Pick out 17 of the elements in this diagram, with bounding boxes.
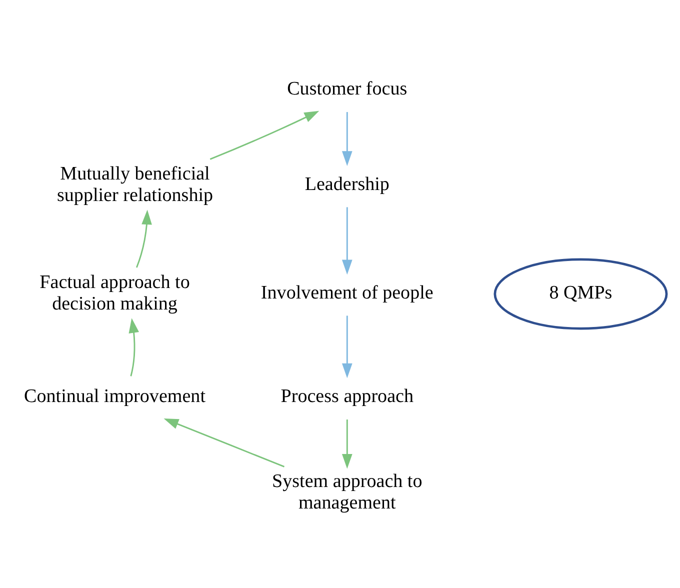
node-text: Mutually beneficial supplier relationship [56, 163, 214, 206]
arrow [136, 210, 152, 268]
node-text: Leadership [304, 174, 390, 196]
node-text: Factual approach to decision making [40, 272, 190, 314]
arrow [342, 420, 352, 469]
arrow [210, 110, 320, 160]
node-text: Continual improvement [24, 386, 206, 408]
arrow [342, 207, 352, 275]
node-text: Involvement of people [260, 282, 434, 304]
node-text: System approach to management [272, 470, 422, 514]
arrow [342, 112, 352, 166]
arrow [128, 318, 139, 376]
arrow [164, 418, 285, 468]
arrow [342, 316, 352, 378]
node-text: Process approach [280, 386, 414, 408]
node-ellipse: 8 QMPs [494, 258, 668, 330]
node-text: Customer focus [287, 78, 408, 100]
